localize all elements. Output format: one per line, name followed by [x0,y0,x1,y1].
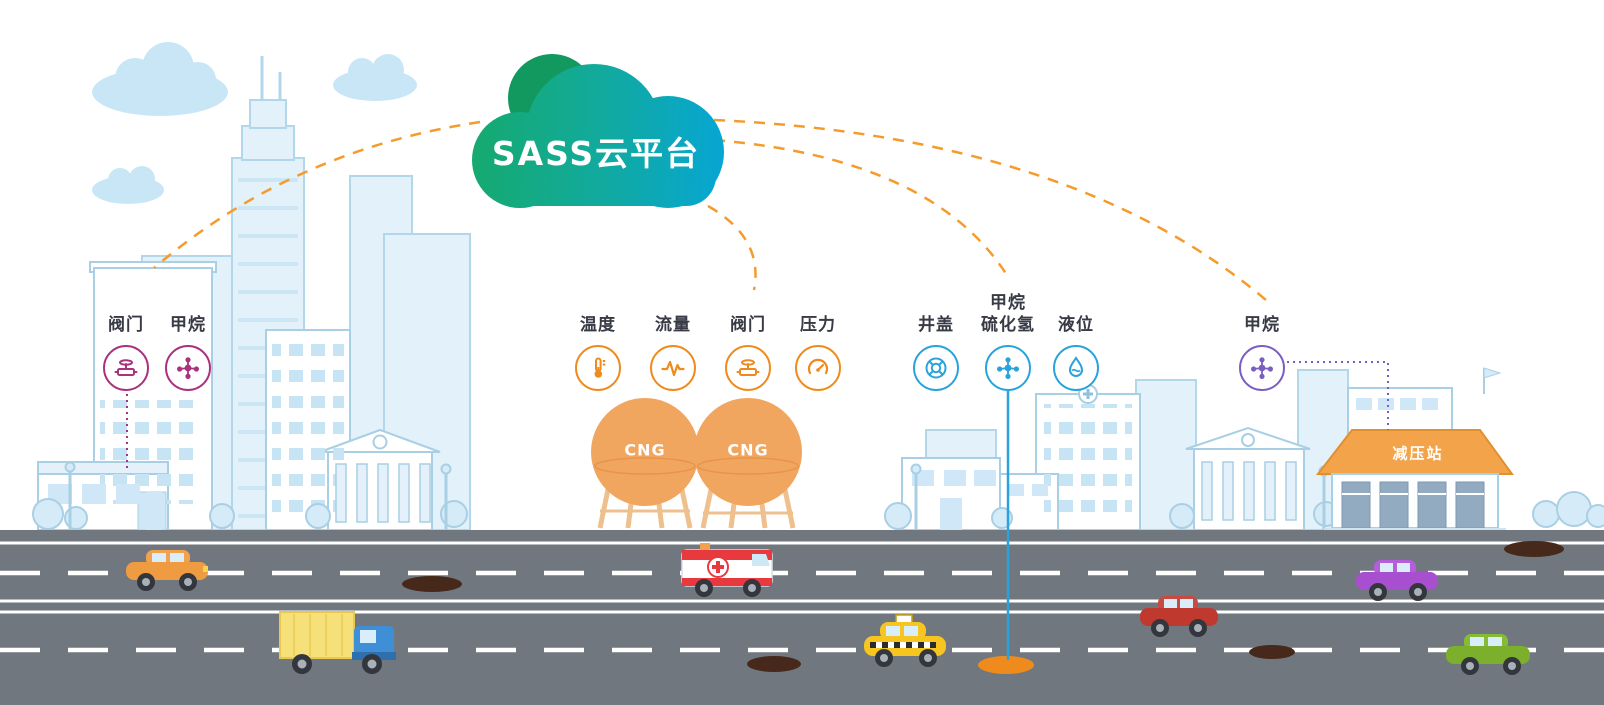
sensor-label: 阀门 [730,314,766,335]
sensor-label: 压力 [800,314,836,335]
street-lamps [914,474,1326,530]
pressure-icon [795,345,841,391]
sensor-flow: 流量 [625,288,721,391]
cloud-platform-title: SASS云平台 [491,134,701,173]
manhole-covers [402,541,1564,672]
cloud-links [153,118,1267,301]
flow-icon [650,345,696,391]
sensor-label: 井盖 [918,314,954,335]
car-orange [126,550,208,591]
road-markings [0,541,1604,653]
car-red [1140,596,1218,637]
methane-h2s-icon [985,345,1031,391]
sensor-methane-city: 甲烷 [140,288,236,391]
valve-icon [725,345,771,391]
sensor-label-line2: 硫化氢 [981,314,1035,335]
sensor-methane-h2s: 甲烷 硫化氢 [960,288,1056,391]
manhole-icon [913,345,959,391]
vehicles [126,543,1530,675]
cng-tanks [591,398,802,529]
sensor-label: 流量 [655,314,691,335]
checker-band [870,642,936,648]
sensor-pressure: 压力 [770,288,866,391]
liquid-level-icon [1053,345,1099,391]
sensor-label: 液位 [1058,314,1094,335]
methane-icon [1239,345,1285,391]
sensor-valve-cng: 阀门 [700,288,796,391]
truck-yellow [279,611,396,674]
sensor-label: 温度 [580,314,616,335]
connections [126,118,1389,674]
taxi-yellow [864,614,946,667]
sensor-label: 甲烷 [170,314,206,335]
pressure-station-building [1315,367,1604,533]
city-skyline-left [32,56,471,531]
temperature-icon [575,345,621,391]
road [0,530,1604,705]
tank-label-right: CNG [727,440,769,460]
sensor-temperature: 温度 [550,288,646,391]
cng-tank-right [694,398,802,506]
city-skyline-right [884,369,1349,531]
taxi-sign [895,614,913,624]
sensor-valve-city: 阀门 [78,288,174,391]
street-lamps [68,472,448,530]
valve-icon [103,345,149,391]
sensor-manhole: 井盖 [888,288,984,391]
manhole-orange [978,656,1034,674]
sensor-methane-station: 甲烷 [1214,288,1310,391]
cng-tank-left [591,398,699,506]
ambulance [681,543,773,597]
sensor-label: 甲烷 [1244,314,1280,335]
tank-label-left: CNG [624,440,666,460]
flag [1483,367,1502,379]
sensor-label: 阀门 [108,314,144,335]
car-green [1446,634,1530,675]
pressure-station-label: 减压站 [1392,444,1444,463]
car-purple [1356,560,1438,601]
sensor-label-line1: 甲烷 [990,292,1026,313]
sky-clouds [92,42,417,204]
sensor-liquid-level: 液位 [1028,288,1124,391]
sensor-label: 甲烷 硫化氢 [981,288,1035,336]
cloud-shape [472,54,724,208]
bushes [1532,491,1604,528]
methane-icon [165,345,211,391]
